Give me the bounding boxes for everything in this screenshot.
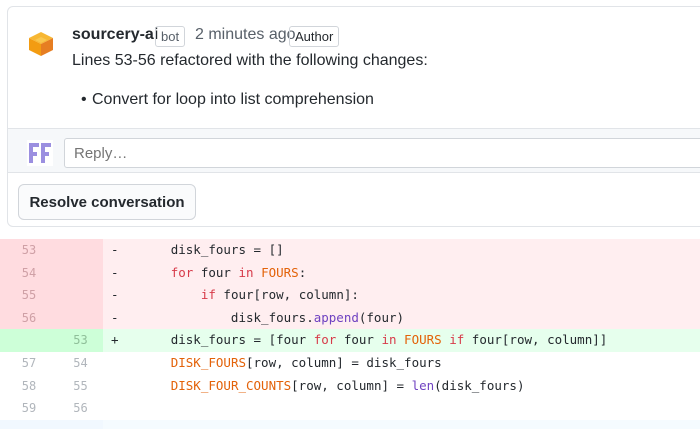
new-line-number[interactable] (58, 306, 103, 330)
new-line-number[interactable] (58, 239, 103, 262)
resolve-conversation-button[interactable]: Resolve conversation (18, 184, 196, 220)
code-line: DISK_FOURS[row, column] = disk_fours (170, 354, 442, 370)
new-line-number[interactable] (58, 261, 103, 285)
new-line-number[interactable]: 55 (73, 378, 88, 393)
comment-timestamp[interactable]: 2 minutes ago (195, 26, 296, 43)
list-item: Convert for loop into list comprehension (81, 91, 374, 109)
old-line-number[interactable]: 58 (21, 378, 37, 393)
review-comment-thread: sourcery-ai bot 2 minutes ago Author Lin… (7, 6, 700, 227)
new-line-number[interactable]: 53 (58, 329, 103, 352)
comment: sourcery-ai bot 2 minutes ago Author Lin… (8, 7, 700, 128)
code-line: if four[row, column]: (103, 284, 700, 307)
new-line-number[interactable]: 54 (73, 355, 88, 370)
diff-marker: - (111, 287, 119, 303)
diff-marker: - (111, 242, 119, 257)
old-line-number[interactable]: 54 (0, 261, 58, 285)
bot-badge: bot (155, 26, 186, 47)
diff-marker: - (111, 309, 119, 325)
resolve-row: Resolve conversation (8, 172, 700, 228)
diff-view: 53 disk_fours = [] - 54 for four in FOUR… (0, 239, 700, 420)
reply-input[interactable] (64, 138, 700, 168)
comment-author[interactable]: sourcery-ai (72, 26, 159, 43)
diff-row: 58 55 DISK_FOUR_COUNTS[row, column] = le… (0, 375, 700, 398)
code-line: disk_fours = [four for four in FOURS if … (103, 329, 700, 352)
comment-body: Lines 53-56 refactored with the followin… (72, 52, 428, 69)
code-line: disk_fours.append(four) (103, 306, 700, 330)
old-line-number[interactable]: 56 (0, 306, 58, 330)
code-line: for four in FOURS: (103, 261, 700, 285)
expander-gutter[interactable] (0, 420, 103, 429)
old-line-number[interactable]: 59 (21, 401, 37, 416)
diff-row: 57 54 DISK_FOURS[row, column] = disk_fou… (0, 352, 700, 375)
diff-row: 55 if four[row, column]: - (0, 284, 700, 307)
diff-marker: - (111, 264, 119, 280)
old-line-number[interactable]: 57 (21, 355, 37, 370)
diff-marker: + (111, 332, 119, 348)
old-line-number[interactable] (0, 329, 58, 352)
code-line: disk_fours = [] (103, 239, 700, 262)
user-identicon-icon (27, 140, 53, 166)
comment-bullet-list: Convert for loop into list comprehension (81, 91, 374, 109)
old-line-number[interactable]: 55 (0, 284, 58, 307)
diff-row: 53 disk_fours = [] - (0, 239, 700, 262)
code-line: DISK_FOUR_COUNTS[row, column] = len(disk… (170, 377, 525, 393)
diff-row: 54 for four in FOURS: - (0, 261, 700, 285)
new-line-number[interactable]: 56 (73, 401, 88, 416)
expander-body (103, 420, 700, 429)
diff-row: 59 56 (0, 397, 700, 420)
sourcery-cube-icon[interactable] (27, 30, 55, 58)
hunk-expander-strip (0, 420, 700, 429)
diff-row: 56 disk_fours.append(four) - (0, 306, 700, 330)
reply-bar (8, 128, 700, 172)
author-badge: Author (289, 26, 340, 47)
diff-row: 53 disk_fours = [four for four in FOURS … (0, 329, 700, 352)
new-line-number[interactable] (58, 284, 103, 307)
code-line (103, 397, 700, 420)
old-line-number[interactable]: 53 (0, 239, 58, 262)
